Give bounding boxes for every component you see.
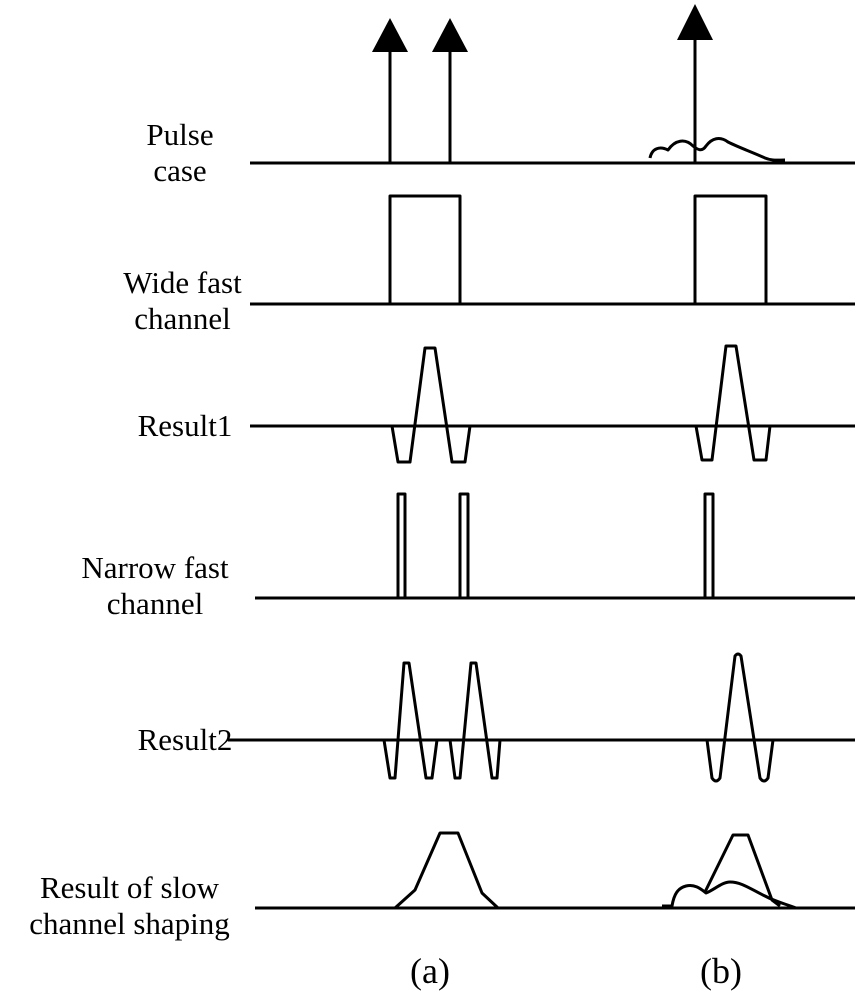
pulse-a2-arrowhead (432, 18, 468, 52)
label-narrow-fast-channel: Narrow fast channel (55, 550, 255, 622)
label-pulse-case-line2: case (153, 153, 207, 188)
label-slow-channel-shaping: Result of slow channel shaping (2, 870, 257, 942)
narrow-fast-gate-b (703, 492, 715, 598)
label-wide-fast-line2: channel (134, 301, 231, 336)
label-wide-fast-line1: Wide fast (123, 265, 242, 300)
result2-pulse-a2 (448, 661, 502, 780)
pulse-case-row (250, 4, 855, 165)
pulse-a1-arrowhead (372, 18, 408, 52)
label-result2: Result2 (120, 722, 250, 758)
label-wide-fast-channel: Wide fast channel (80, 265, 285, 337)
result2-pulse-b (705, 652, 775, 783)
narrow-fast-row (255, 492, 855, 600)
caption-b: (b) (700, 951, 742, 991)
label-result1-text: Result1 (137, 408, 233, 443)
slow-shaping-pulse-b (703, 833, 781, 908)
wide-fast-row (250, 194, 855, 306)
label-narrow-fast-line2: channel (106, 586, 204, 621)
pulse-b-noise-curve (648, 137, 786, 162)
wide-fast-gate-b (693, 194, 768, 304)
narrow-fast-gate-a1 (396, 492, 407, 598)
wide-fast-gate-a (388, 194, 462, 304)
result1-pulse-b (694, 344, 772, 462)
label-result2-text: Result2 (137, 722, 233, 757)
label-pulse-case: Pulse case (120, 117, 240, 189)
label-narrow-fast-line1: Narrow fast (81, 550, 229, 585)
slow-shaping-pulse-a (393, 831, 500, 910)
label-result1: Result1 (120, 408, 250, 444)
result1-pulse-a (390, 346, 472, 464)
slow-shaping-row (255, 831, 855, 910)
caption-a: (a) (410, 951, 450, 991)
result2-pulse-a1 (382, 661, 439, 780)
label-slow-shaping-line1: Result of slow (39, 870, 220, 905)
label-slow-shaping-line2: channel shaping (29, 906, 230, 941)
result2-row (228, 652, 855, 783)
pulse-b-arrowhead (677, 4, 713, 40)
slow-shaping-noise-curve-b (662, 880, 797, 910)
label-pulse-case-line1: Pulse (146, 117, 214, 152)
result1-row (250, 344, 855, 464)
narrow-fast-gate-a2 (458, 492, 470, 598)
